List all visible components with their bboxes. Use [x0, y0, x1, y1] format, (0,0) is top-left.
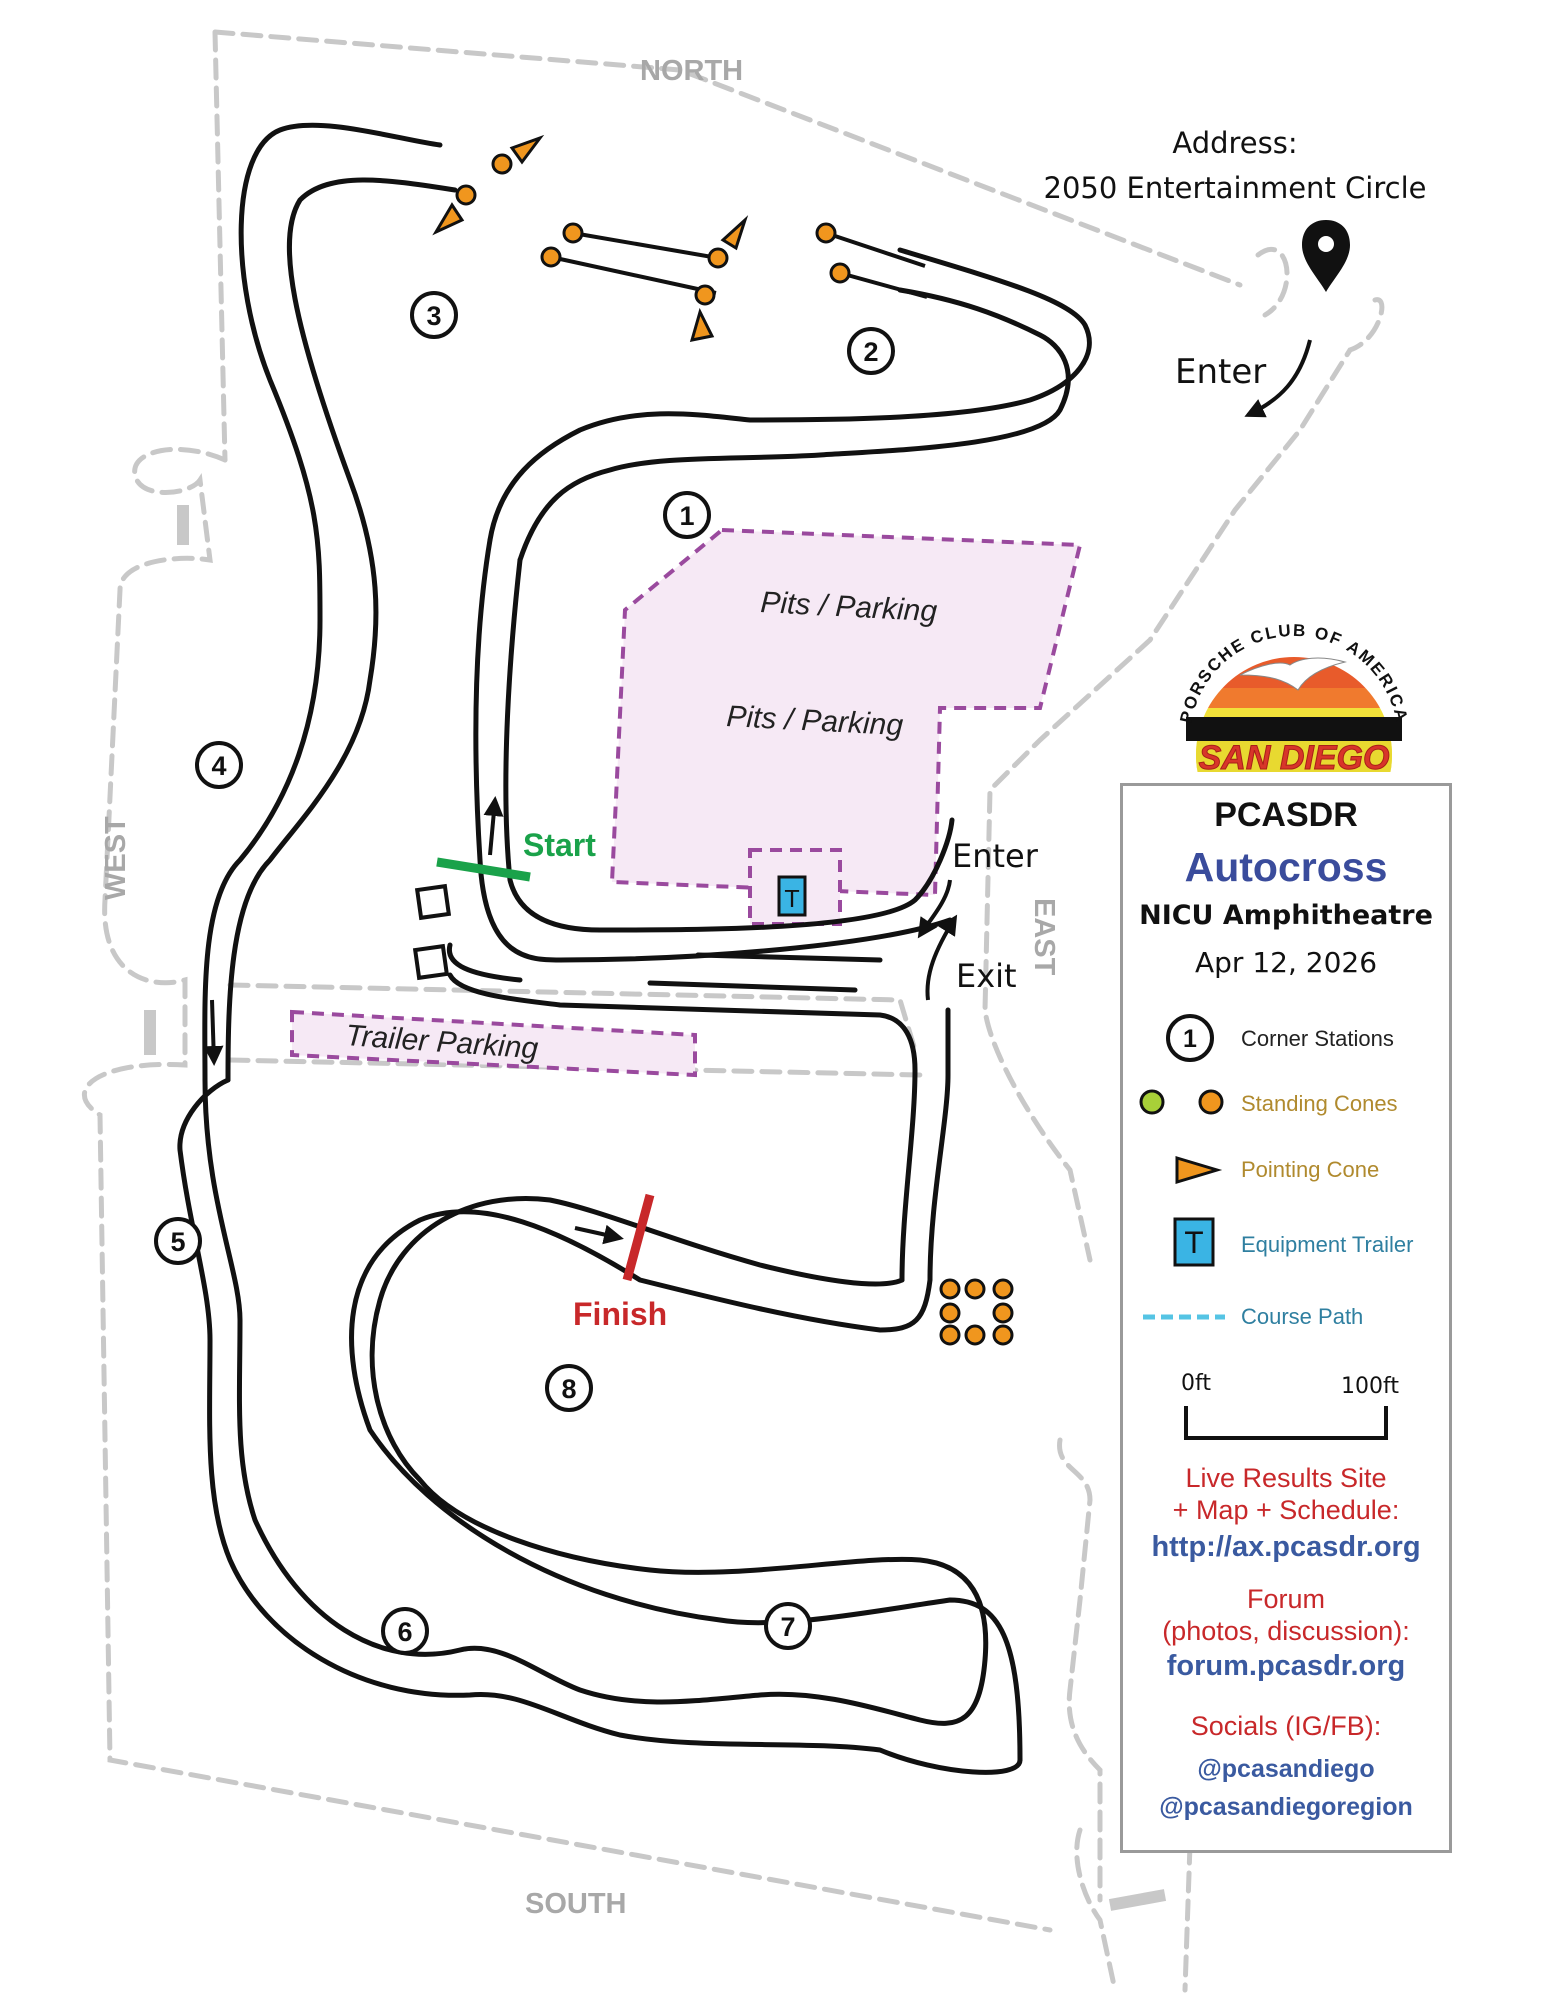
staging-box-2	[412, 943, 450, 981]
east-label: EAST	[1028, 898, 1060, 976]
lot-boundary	[81, 29, 1385, 1993]
direction-arrows	[203, 339, 1312, 1245]
north-label: NORTH	[640, 55, 743, 87]
forum-link[interactable]: forum.pcasdr.org	[1166, 1650, 1406, 1682]
exit-label: Exit	[956, 957, 1017, 995]
enter-label-top: Enter	[1175, 352, 1266, 392]
finish-line	[622, 1193, 655, 1282]
equipment-trailer-label: T	[784, 887, 800, 913]
pointing-cone-icon	[1175, 1155, 1223, 1185]
svg-text:T: T	[1184, 1226, 1203, 1260]
legend-label-corner-stations: Corner Stations	[1241, 1026, 1394, 1051]
legend-date: Apr 12, 2026	[1194, 946, 1378, 979]
finish-label: Finish	[573, 1296, 667, 1332]
scale-end-label: 100ft	[1341, 1374, 1399, 1399]
location-pin-icon	[1302, 220, 1350, 292]
forum-label: Forum (photos, discussion):	[1162, 1584, 1410, 1646]
legend-event: Autocross	[1184, 844, 1388, 890]
corner-station-8-label: 8	[561, 1374, 576, 1404]
equipment-trailer	[777, 875, 807, 917]
corner-station-4	[195, 741, 243, 789]
standing-cones-icon	[1139, 1089, 1224, 1115]
legend-item-equipment-trailer: T Equipment Trailer	[1123, 1216, 1449, 1267]
start-label: Start	[523, 827, 596, 863]
course-path-icon	[1143, 1314, 1225, 1320]
corner-station-1-label: 1	[679, 501, 694, 531]
legend-label-equipment-trailer: Equipment Trailer	[1241, 1232, 1414, 1257]
enter-label-east: Enter	[952, 837, 1039, 875]
pointing-cones	[432, 134, 749, 342]
south-label: SOUTH	[525, 1888, 627, 1920]
legend-venue: NICU Amphitheatre	[1139, 900, 1433, 931]
legend-label-pointing-cone: Pointing Cone	[1241, 1157, 1380, 1182]
legend-item-corner-stations: 1 Corner Stations	[1123, 1013, 1449, 1063]
corner-station-8	[545, 1364, 593, 1412]
corner-station-2	[847, 327, 895, 375]
svg-text:1: 1	[1183, 1025, 1197, 1053]
west-label: WEST	[100, 816, 132, 900]
equipment-trailer-icon: T	[1173, 1217, 1215, 1267]
corner-stations	[154, 291, 895, 1655]
legend-item-pointing-cone: Pointing Cone	[1123, 1144, 1449, 1194]
results-site-label: Live Results Site + Map + Schedule:	[1172, 1463, 1400, 1525]
logo-region-text: SAN DIEGO	[1199, 739, 1390, 777]
pca-san-diego-logo: PORSCHE CLUB OF AMERICA SAN DIEGO	[1176, 621, 1409, 778]
results-site-link[interactable]: http://ax.pcasdr.org	[1151, 1531, 1421, 1563]
legend-item-standing-cones: Standing Cones	[1123, 1078, 1449, 1128]
corner-station-7-label: 7	[780, 1612, 795, 1642]
legend-label-standing-cones: Standing Cones	[1241, 1091, 1398, 1116]
legend-item-course-path: Course Path	[1123, 1291, 1449, 1341]
corner-station-7	[764, 1602, 812, 1650]
corner-station-5-label: 5	[170, 1227, 185, 1257]
standing-cones	[455, 153, 1014, 1346]
corner-station-3-label: 3	[426, 301, 441, 331]
corner-station-6-label: 6	[397, 1617, 412, 1647]
corner-station-6	[381, 1607, 429, 1655]
socials-label: Socials (IG/FB):	[1190, 1711, 1382, 1741]
social-handle-1[interactable]: @pcasandiego	[1197, 1755, 1375, 1783]
course-track	[177, 122, 1092, 1775]
legend-label-course-path: Course Path	[1241, 1304, 1364, 1329]
legend-panel: PCASDR Autocross NICU Amphitheatre Apr 1…	[1120, 783, 1452, 1853]
corner-station-4-label: 4	[211, 751, 226, 781]
social-handle-2[interactable]: @pcasandiegoregion	[1159, 1793, 1413, 1821]
corner-station-icon: 1	[1166, 1014, 1214, 1062]
lot-boundary-solid	[144, 505, 1167, 1911]
legend-title: PCASDR	[1214, 796, 1358, 834]
staging-box-1	[414, 883, 452, 921]
address-label: Address:	[1172, 126, 1297, 160]
scale-start-label: 0ft	[1181, 1371, 1211, 1396]
corner-station-1	[663, 491, 711, 539]
cone-gates	[550, 231, 928, 299]
scale-bar-icon	[1184, 1406, 1388, 1440]
address-value: 2050 Entertainment Circle	[1044, 171, 1427, 205]
corner-station-3	[410, 291, 458, 339]
start-line	[436, 857, 531, 882]
corner-station-5	[154, 1217, 202, 1265]
corner-station-2-label: 2	[863, 337, 878, 367]
